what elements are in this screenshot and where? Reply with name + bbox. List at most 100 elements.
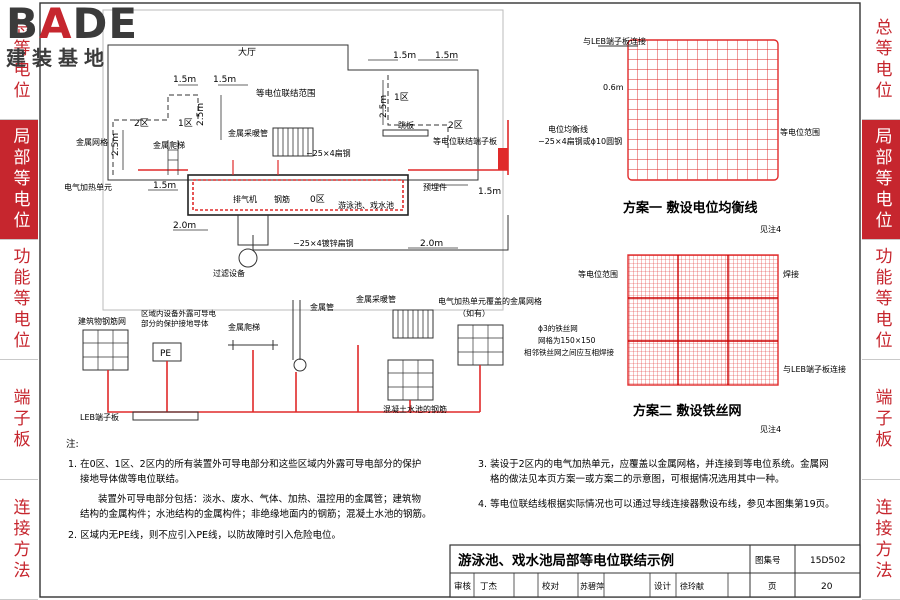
label-lower-metal-pipe: 金属管 <box>310 302 334 312</box>
tab-total-equipotential[interactable]: 总等电位 <box>0 0 38 120</box>
label-pe-desc-1: 区域内设备外露可导电 <box>141 308 216 318</box>
label-embedded: 预埋件 <box>423 182 447 192</box>
plan-ladder-icon <box>167 140 179 175</box>
tab-connection-method-right[interactable]: 连接方法 <box>862 480 900 600</box>
s1-title: 方案一 敷设电位均衡线 <box>623 200 758 216</box>
dim-1-5m-b: 1.5m <box>435 51 458 61</box>
s1-eq-line-1: 电位均衡线 <box>548 124 588 134</box>
tab-total-equipotential-right[interactable]: 总等电位 <box>862 0 900 120</box>
dim-2-5m-left: 2.5m <box>196 103 206 126</box>
designer: 徐玲献 <box>680 581 704 591</box>
atlas-label: 图集号 <box>755 555 781 566</box>
notes: 注: 1. 在0区、1区、2区内的所有装置外可导电部分和这些区域内外露可导电部分… <box>66 438 835 541</box>
label-zone2-left: 2区 <box>134 118 149 129</box>
note-1b: 接地导体做等电位联结。 <box>80 473 185 485</box>
plan-springboard-icon <box>382 129 429 137</box>
s2-eq-range: 等电位范围 <box>578 269 618 279</box>
sheet-title: 游泳池、戏水池局部等电位联结示例 <box>458 552 674 569</box>
tab-local-equipotential[interactable]: 局部等电位 <box>0 120 38 240</box>
s1-eq-range: 等电位范围 <box>780 127 820 137</box>
note-3a: 3. 装设于2区内的电气加热单元，应覆盖以金属网格，并连接到等电位系统。金属网 <box>478 458 829 470</box>
dim-2-5m-far-left: 2.5m <box>111 133 121 156</box>
filter-icon <box>238 248 258 268</box>
label-metal-heat-pipe: 金属采暖管 <box>228 128 268 138</box>
note-2: 2. 区域内无PE线，则不应引入PE线，以防故障时引入危险电位。 <box>68 529 341 541</box>
logo-brand: BADE <box>6 0 139 48</box>
label-filter: 过滤设备 <box>213 268 245 278</box>
page-number: 20 <box>821 582 833 592</box>
label-building-rebar: 建筑物钢筋网 <box>78 316 126 326</box>
plan-terminal-board <box>498 148 508 170</box>
title-block: 游泳池、戏水池局部等电位联结示例 图集号 15D502 审核 丁杰 校对 苏碧萍… <box>449 544 861 598</box>
label-leb: LEB端子板 <box>80 412 119 422</box>
label-eq-terminal: 等电位联结端子板 <box>433 136 497 146</box>
right-section-tabs: 总等电位 局部等电位 功能等电位 端子板 连接方法 <box>862 0 900 600</box>
label-zone0: 0区 <box>310 194 325 205</box>
s2-leb-connect: 与LEB端子板连接 <box>783 364 846 374</box>
s2-mesh-3: 相邻铁丝网之间应互相焊接 <box>524 347 614 357</box>
s2-weld: 焊接 <box>783 269 799 279</box>
left-section-tabs: 总等电位 局部等电位 功能等电位 端子板 连接方法 <box>0 0 38 600</box>
tab-terminal-board[interactable]: 端子板 <box>0 360 38 480</box>
label-lower-ladder: 金属爬梯 <box>228 322 260 332</box>
dim-1-5m-f: 1.5m <box>478 187 501 197</box>
concrete-rebar-grid <box>387 359 434 401</box>
reviewer: 丁杰 <box>480 581 498 592</box>
s2-mesh-2: 网格为150×150 <box>538 335 596 345</box>
label-zone1-top: 1区 <box>394 92 409 103</box>
label-metal-net: 金属网格 <box>76 137 108 147</box>
s1-eq-line-2: −25×4扁钢或ϕ10圆钢 <box>538 136 622 146</box>
tab-connection-method[interactable]: 连接方法 <box>0 480 38 600</box>
tab-terminal-board-right[interactable]: 端子板 <box>862 360 900 480</box>
bade-logo: BADE 建装基地 <box>6 2 138 71</box>
label-metal-ladder: 金属爬梯 <box>153 140 185 150</box>
check-label: 校对 <box>542 581 560 592</box>
dim-2-0m-a: 2.0m <box>173 221 196 231</box>
review-label: 审核 <box>454 581 472 592</box>
tab-functional-equipotential[interactable]: 功能等电位 <box>0 240 38 360</box>
label-heater: 电气加热单元 <box>64 182 112 192</box>
note-4: 4. 等电位联结线根据实际情况也可以通过导线连接器敷设布线，参见本图集第19页。 <box>478 498 835 510</box>
label-pool: 游泳池、戏水池 <box>338 200 394 210</box>
tab-functional-equipotential-right[interactable]: 功能等电位 <box>862 240 900 360</box>
note-3b: 格的做法见本页方案一或方案二的示意图，可根据情况选用其中一种。 <box>490 473 785 485</box>
dim-1-5m-d: 1.5m <box>213 75 236 85</box>
s1-leb-connect: 与LEB端子板连接 <box>583 36 646 46</box>
label-heater-net-2: （如有） <box>458 308 490 318</box>
note-1a: 1. 在0区、1区、2区内的所有装置外可导电部分和这些区域内外露可导电部分的保护 <box>68 458 421 470</box>
heater-metal-grid <box>457 324 504 366</box>
building-rebar-grid <box>82 329 129 371</box>
s2-title: 方案二 敷设铁丝网 <box>633 403 742 419</box>
notes-heading: 注: <box>66 438 79 450</box>
radiator-icon <box>392 309 434 339</box>
design-label: 设计 <box>654 581 672 592</box>
logo-subtitle: 建装基地 <box>6 46 110 70</box>
page-label: 页 <box>768 582 777 592</box>
tab-local-equipotential-right[interactable]: 局部等电位 <box>862 120 900 240</box>
bonding-schematic: 建筑物钢筋网 区域内设备外露可导电 部分的保护接地导体 PE 金属爬梯 金属管 … <box>78 294 542 422</box>
label-springboard: 跳板 <box>398 120 414 130</box>
dim-2-0m-b: 2.0m <box>420 239 443 249</box>
label-lower-heat-pipe: 金属采暖管 <box>356 294 396 304</box>
dim-2-5m-right: 2.5m <box>379 95 389 118</box>
scheme-one: 与LEB端子板连接 0.6m 电位均衡线 −25×4扁钢或ϕ10圆钢 等电位范围… <box>538 36 820 234</box>
label-pe: PE <box>160 349 171 359</box>
dim-1-5m-a: 1.5m <box>393 51 416 61</box>
label-flat-steel: −25×4扁钢 <box>306 148 351 158</box>
label-hall: 大厅 <box>238 46 256 58</box>
ladder-icon <box>228 340 278 350</box>
dim-1-5m-c: 1.5m <box>173 75 196 85</box>
plan-radiator-icon <box>272 127 314 157</box>
atlas-number: 15D502 <box>810 556 846 566</box>
s1-note: 见注4 <box>760 224 781 234</box>
leb-terminal-board <box>132 411 199 421</box>
scheme-two: 等电位范围 焊接 ϕ3的铁丝网 网格为150×150 相邻铁丝网之间应互相焊接 … <box>524 254 846 434</box>
label-heater-net-1: 电气加热单元覆盖的金属网格 <box>438 296 542 306</box>
checker: 苏碧萍 <box>580 581 604 591</box>
label-galv-flat-steel: −25×4镀锌扁钢 <box>293 238 354 248</box>
pool-plan: 大厅 1.5m 1.5m 1.5m 1.5m 1区 2.5m 等电位联结范围 2… <box>64 9 509 311</box>
metal-pipe-icon <box>292 300 301 360</box>
label-pe-desc-2: 部分的保护接地导体 <box>141 318 209 328</box>
note-1d: 结构的金属构件；水池结构的金属构件；非绝缘地面内的钢筋；混凝土水池的钢筋。 <box>80 508 432 520</box>
